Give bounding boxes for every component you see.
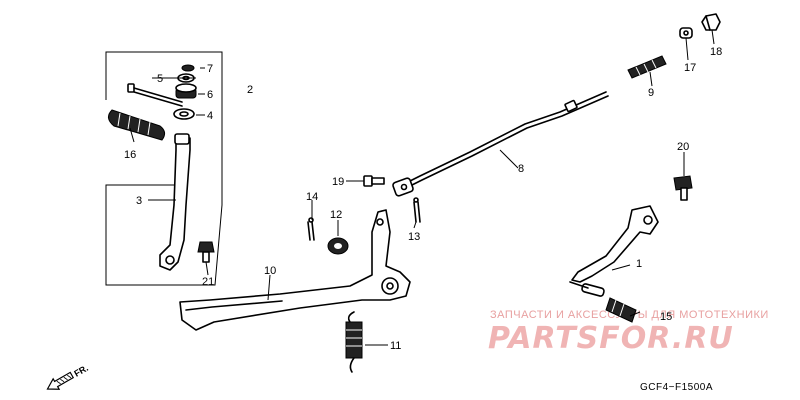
joint-17 xyxy=(679,27,693,39)
front-direction-arrow-icon xyxy=(46,371,75,390)
callout-5: 5 xyxy=(157,73,163,85)
callout-20: 20 xyxy=(677,141,689,153)
callout-18: 18 xyxy=(710,46,722,58)
callout-14: 14 xyxy=(306,191,318,203)
callout-9: 9 xyxy=(648,87,654,99)
callout-6: 6 xyxy=(207,89,213,101)
bracket-2-upper xyxy=(105,51,223,100)
bracket-2-lower xyxy=(105,92,223,286)
callout-13: 13 xyxy=(408,231,420,243)
callout-4: 4 xyxy=(207,110,213,122)
callout-2: 2 xyxy=(247,84,253,96)
washer-7 xyxy=(181,64,195,72)
callout-15: 15 xyxy=(660,311,672,323)
bushing-6 xyxy=(175,83,197,99)
callout-12: 12 xyxy=(330,209,342,221)
kick-arm-3 xyxy=(159,133,191,271)
pivot-bolt xyxy=(127,83,183,107)
shift-rubber-15 xyxy=(605,297,637,323)
adjust-nut-18 xyxy=(701,13,721,31)
bolt-19 xyxy=(363,175,385,187)
diagram-code: GCF4−F1500A xyxy=(640,382,713,393)
callout-11: 11 xyxy=(390,340,401,352)
callout-3: 3 xyxy=(136,195,142,207)
watermark: ЗАПЧАСТИ И АКСЕССУАРЫ ДЛЯ МОТОТЕХНИКИ PA… xyxy=(488,309,768,356)
cotter-pin-13 xyxy=(413,197,421,223)
brake-pedal-10 xyxy=(179,209,411,331)
gear-shift-pedal-1 xyxy=(569,205,659,297)
grip-rubber-16 xyxy=(108,109,166,141)
kick-starter-assembly xyxy=(105,51,223,286)
bolt-20 xyxy=(673,175,693,201)
washer-4 xyxy=(173,108,195,120)
watermark-brand: PARTSFOR.RU xyxy=(488,321,734,356)
direction-label: FR. xyxy=(72,363,90,379)
callout-10: 10 xyxy=(264,265,276,277)
front-direction-indicator: FR. xyxy=(46,363,90,390)
brake-rod-8 xyxy=(392,91,609,197)
bolt-21 xyxy=(197,241,215,263)
callouts: 1 2 3 4 5 6 7 8 9 10 11 12 13 14 15 16 1… xyxy=(124,46,722,352)
callout-8: 8 xyxy=(518,163,524,175)
callout-7: 7 xyxy=(207,63,213,75)
callout-17: 17 xyxy=(684,62,696,74)
callout-16: 16 xyxy=(124,149,136,161)
callout-21: 21 xyxy=(202,276,214,288)
cotter-pin-14 xyxy=(307,217,315,241)
return-spring-11 xyxy=(345,311,363,373)
callout-1: 1 xyxy=(636,258,642,270)
washer-12 xyxy=(327,237,349,255)
callout-19: 19 xyxy=(332,176,344,188)
leader-lines xyxy=(129,29,715,346)
spring-9 xyxy=(627,55,667,79)
